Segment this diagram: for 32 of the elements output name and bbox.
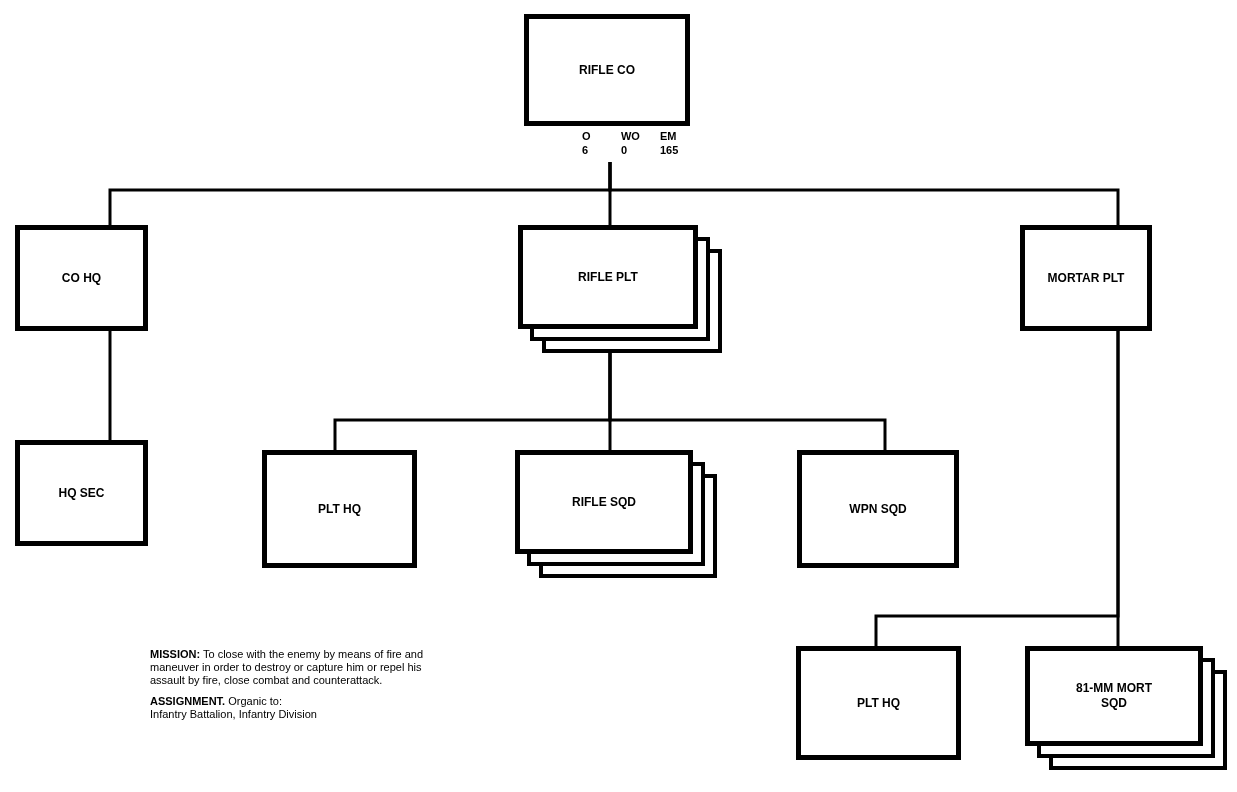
unit-name: MORTAR PLT [1046,270,1126,286]
strength-figure: 0 [620,143,629,158]
unit-name: RIFLE SQD [571,494,637,510]
unit-name: 81-MM MORT SQD [1075,681,1153,711]
unit-name: PLT HQ [855,695,902,711]
unit-box [262,450,417,568]
unit-name: RIFLE PLT [577,269,639,285]
note-text: Infantry Battalion, Infantry Division [150,708,318,721]
unit-name: PLT HQ [316,501,363,517]
note-text: MISSION: To close with the enemy by means of fire and maneuver in order to destroy or capture him or repel his assault by fire, close combat and counterattack. [150,648,425,687]
connector-line [1116,331,1120,646]
strength-figure: 6 [582,143,590,158]
unit-box [15,440,148,546]
stacked-unit-box [518,225,722,353]
unit-box [796,646,961,760]
unit-box [1020,225,1152,331]
unit-name: HQ SEC [57,485,106,501]
strength-figure: O [582,130,592,144]
strength-figure: EM [659,130,678,144]
unit-box [797,450,959,568]
connector-line [108,331,112,440]
unit-name: RIFLE CO [578,62,636,78]
strength-figure: WO [620,130,640,144]
connector-line [608,353,887,450]
stacked-unit-box [1025,646,1227,770]
unit-name: WPN SQD [848,501,908,517]
note-text: ASSIGNMENT. Organic to: [150,695,284,708]
stacked-unit-box [515,450,717,578]
unit-box [15,225,148,331]
connector-line [608,162,1120,225]
strength-figure: 165 [659,143,679,158]
unit-name: CO HQ [60,270,103,286]
